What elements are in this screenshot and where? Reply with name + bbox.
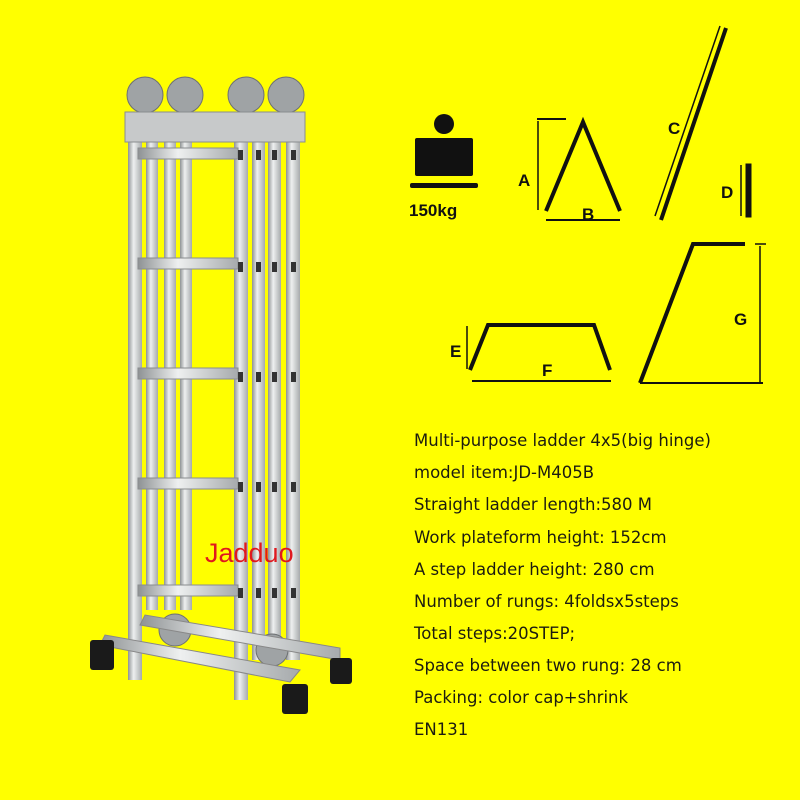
dimension-label-b: B [582,205,594,224]
spec-line: A step ladder height: 280 cm [414,560,655,579]
spec-line: Work plateform height: 152cm [414,528,667,547]
dimension-label-a: A [518,171,530,190]
weight-icon [410,114,478,188]
spec-line: EN131 [414,720,469,739]
spec-line: Packing: color cap+shrink [414,688,629,707]
spec-line: Space between two rung: 28 cm [414,656,682,675]
ladder-diagrams [466,25,766,384]
spec-line: Multi-purpose ladder 4x5(big hinge) [414,431,711,450]
dimension-label-c: C [668,119,680,138]
ladder-image [90,76,352,714]
spec-line: Total steps:20STEP; [414,624,576,643]
dimension-label-g: G [734,310,747,329]
brand-watermark: Jadduo [205,538,294,568]
dimension-label-f: F [542,361,552,380]
spec-line: Straight ladder length:580 M [414,495,653,514]
dimension-label-e: E [450,342,461,361]
spec-line: Number of rungs: 4foldsx5steps [414,592,679,611]
weight-capacity-label: 150kg [409,201,457,220]
spec-line: model item:JD-M405B [414,463,595,482]
dimension-label-d: D [721,183,733,202]
